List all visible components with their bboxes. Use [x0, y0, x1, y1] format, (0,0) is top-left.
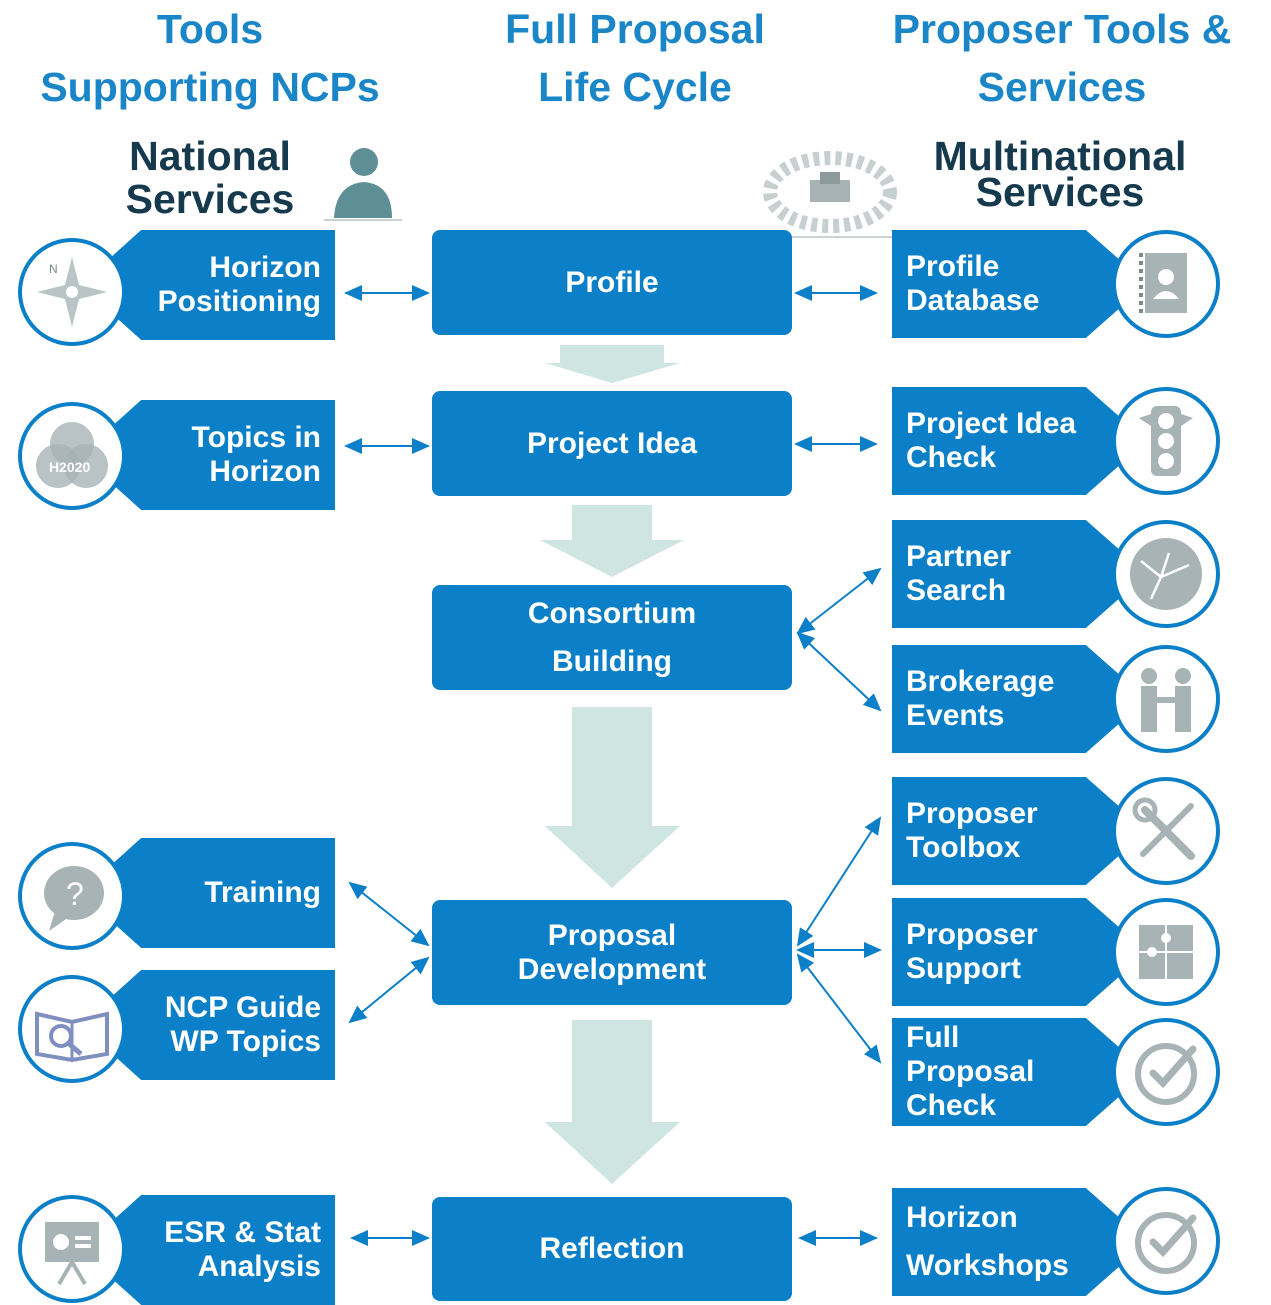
multinational-project-idea-check[interactable]: Project Idea Check — [892, 387, 1147, 495]
question-bubble-icon: ? — [18, 842, 126, 950]
connector-proposer-toolbox — [796, 816, 882, 947]
header-proposer-tools-services: Proposer Tools & Services — [892, 6, 1232, 110]
puzzle-icon — [1112, 898, 1220, 1006]
flow-arrow-3 — [545, 707, 680, 888]
connector-brokerage-events — [796, 631, 882, 712]
flow-arrow-1 — [545, 345, 680, 383]
svg-text:?: ? — [66, 876, 84, 912]
connector-partner-search — [796, 567, 882, 635]
lifecycle-project-idea[interactable]: Project Idea — [432, 391, 792, 496]
compass-icon: N — [18, 238, 126, 346]
multinational-profile-database[interactable]: Profile Database — [892, 230, 1147, 338]
group-circle-icon — [760, 140, 900, 238]
svg-text:N: N — [49, 262, 58, 276]
check-circle-icon — [1112, 1018, 1220, 1126]
multinational-proposer-toolbox[interactable]: Proposer Toolbox — [892, 777, 1147, 885]
connector-ncp-guide — [348, 956, 430, 1024]
lifecycle-reflection[interactable]: Reflection — [432, 1197, 792, 1301]
flow-arrow-4 — [545, 1020, 680, 1184]
book-search-icon — [18, 975, 126, 1083]
check-circle-icon — [1112, 1187, 1220, 1295]
person-icon — [322, 142, 402, 222]
lifecycle-profile[interactable]: Profile — [432, 230, 792, 335]
connector-full-proposal-check — [796, 953, 882, 1064]
traffic-light-icon — [1112, 387, 1220, 495]
presentation-icon — [18, 1195, 126, 1303]
svg-text:H2020: H2020 — [49, 459, 90, 475]
lifecycle-consortium-building[interactable]: Consortium Building — [432, 585, 792, 690]
multinational-partner-search[interactable]: Partner Search — [892, 520, 1147, 628]
lifecycle-proposal-development[interactable]: Proposal Development — [432, 900, 792, 1005]
header-tools-supporting-ncps: Tools Supporting NCPs — [40, 6, 380, 110]
tools-icon — [1112, 777, 1220, 885]
multinational-proposer-support[interactable]: Proposer Support — [892, 898, 1147, 1006]
connector-training — [348, 881, 430, 947]
address-book-icon — [1112, 230, 1220, 338]
multinational-horizon-workshops[interactable]: Horizon Workshops — [892, 1188, 1147, 1296]
globe-icon — [1112, 520, 1220, 628]
subheader-multinational-services: Multinational Services — [933, 133, 1187, 215]
handshake-icon — [1112, 645, 1220, 753]
venn-h2020-icon: H2020 — [18, 402, 126, 510]
header-full-proposal-life-cycle: Full Proposal Life Cycle — [505, 6, 765, 110]
flow-arrow-2 — [540, 505, 684, 577]
multinational-brokerage-events[interactable]: Brokerage Events — [892, 645, 1147, 753]
subheader-national-services: National Services — [125, 133, 295, 222]
multinational-full-proposal-check[interactable]: Full Proposal Check — [892, 1018, 1147, 1126]
